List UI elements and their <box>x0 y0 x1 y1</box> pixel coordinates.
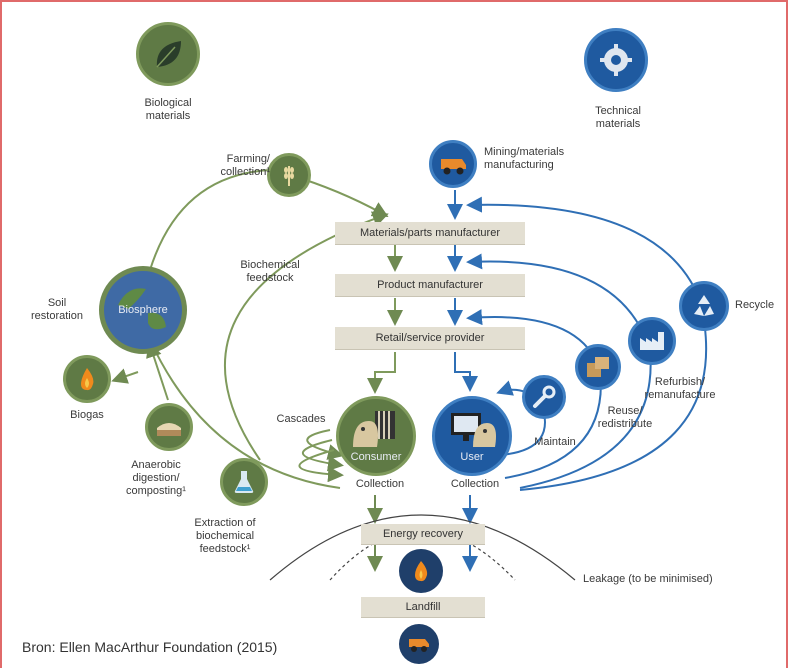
materials-parts-manufacturer-box: Materials/parts manufacturer <box>335 222 525 244</box>
cascade-2 <box>302 439 344 472</box>
landfill-truck-icon <box>399 624 439 664</box>
soil-restoration-label: Soil restoration <box>31 297 83 322</box>
retail-service-provider-box: Retail/service provider <box>335 327 525 349</box>
maintain-icon <box>522 375 566 419</box>
mining-label: Mining/materials manufacturing <box>484 146 565 171</box>
reuse-icon <box>575 344 621 390</box>
consumer-label: Consumer <box>350 451 402 463</box>
refurbish-icon <box>628 317 676 365</box>
refurbish-label: Refurbish/ remanufacture <box>644 376 716 401</box>
recycle-label: Recycle <box>735 299 775 311</box>
reuse-label: Reuse/ redistribute <box>597 405 653 430</box>
technical-materials-icon <box>584 28 648 92</box>
anaerobic-digestion-label: Anaerobic digestion/ composting¹ <box>126 459 186 497</box>
product-manufacturer-box: Product manufacturer <box>335 274 525 296</box>
biosphere-outer-loop <box>149 169 271 271</box>
biochemical-loop <box>224 211 389 461</box>
maintain-label: Maintain <box>534 436 576 448</box>
technical-materials-label: Technical materials <box>595 105 641 130</box>
extraction-icon <box>220 458 268 506</box>
biosphere-to-biogas <box>111 368 139 384</box>
leakage-arc-dotted <box>329 529 516 581</box>
biochemical-feedstock-label: Biochemical feedstock <box>240 259 300 284</box>
leakage-label: Leakage (to be minimised) <box>583 573 713 585</box>
biological-materials-icon <box>136 22 200 86</box>
cascades-label: Cascades <box>276 413 326 425</box>
anaerobic-to-biosphere <box>146 341 169 401</box>
user-label: User <box>460 451 484 463</box>
farming-label: Farming/ collection¹ <box>220 153 270 178</box>
green-arrow-3 <box>367 352 396 394</box>
biological-materials-label: Biological materials <box>144 97 192 122</box>
landfill-box: Landfill <box>361 597 485 617</box>
consumer-icon: Consumer <box>336 396 416 476</box>
biogas-icon <box>63 355 111 403</box>
biosphere-to-collection <box>149 339 341 489</box>
energy-recovery-box: Energy recovery <box>361 524 485 544</box>
energy-flame-icon <box>399 549 443 593</box>
anaerobic-digestion-icon <box>145 403 193 451</box>
farming-icon <box>267 153 311 197</box>
blue-arrow-4 <box>454 352 478 392</box>
recycle-icon <box>679 281 729 331</box>
biosphere-label: Biosphere <box>118 304 168 316</box>
extraction-label: Extraction of biochemical feedstock¹ <box>194 517 256 555</box>
biogas-label: Biogas <box>70 409 104 421</box>
cascade-3 <box>298 449 344 483</box>
source-caption: Bron: Ellen MacArthur Foundation (2015) <box>22 639 278 655</box>
user-icon: User <box>432 396 512 476</box>
collection-right-label: Collection <box>450 478 500 490</box>
mining-icon <box>429 140 477 188</box>
leakage-arc-outer <box>269 514 576 581</box>
collection-left-label: Collection <box>355 478 405 490</box>
biosphere-icon: Biosphere <box>99 266 187 354</box>
